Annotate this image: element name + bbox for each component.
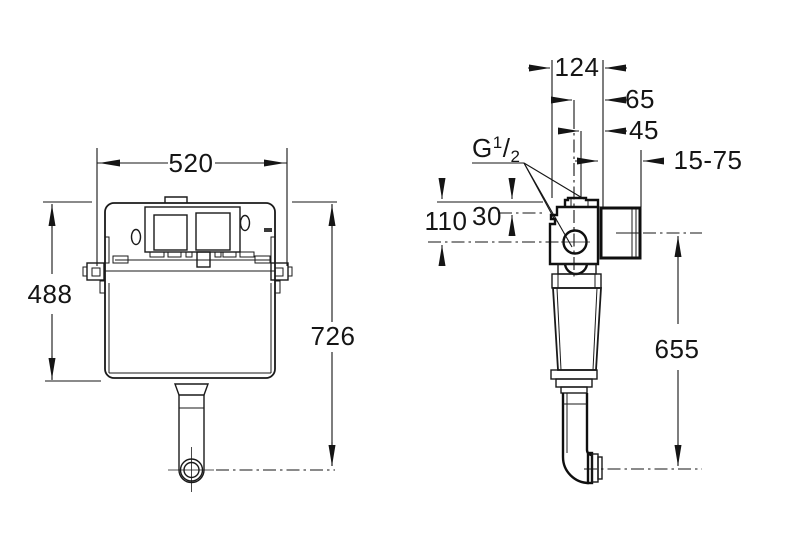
dim-height-488: 488 (28, 201, 101, 382)
outlet-pipe-front (168, 383, 335, 492)
dim-label-488: 488 (28, 279, 73, 309)
inlet-valve-head (548, 196, 602, 289)
flush-button-left (153, 214, 188, 251)
dim-label-520: 520 (169, 148, 214, 178)
dim-total-height-726: 726 (292, 201, 356, 466)
dim-label-30: 30 (472, 201, 502, 231)
access-box (599, 206, 702, 260)
front-view: 520 488 726 (28, 148, 356, 492)
dim-label-65: 65 (625, 84, 655, 114)
flush-pipe-socket (563, 196, 600, 207)
dim-124: 124 (528, 52, 627, 82)
leader-line (523, 162, 585, 200)
edge-slot-left (104, 236, 110, 264)
tank-body (104, 202, 276, 379)
dim-label-15-75: 15-75 (674, 145, 743, 175)
thread-label-g12: G1/2 (472, 133, 520, 166)
dim-45: 45 (558, 115, 659, 145)
dim-15-75: 15-75 (575, 145, 743, 175)
dim-label-726: 726 (311, 321, 356, 351)
dim-30-110: 30 110 (425, 178, 560, 266)
dim-label-45: 45 (629, 115, 659, 145)
neck-collar (557, 263, 597, 275)
hole-left (130, 228, 142, 246)
top-tab (164, 196, 188, 203)
edge-slot-right (270, 236, 276, 264)
flush-button-right (195, 212, 231, 251)
cistern-tank (82, 196, 293, 379)
side-view: 124 65 45 15-75 G1/2 (425, 52, 743, 485)
hole-right (239, 214, 251, 232)
slot-right (254, 255, 271, 264)
side-mark (264, 228, 272, 232)
dim-label-655: 655 (655, 334, 700, 364)
outlet-elbow (561, 393, 702, 485)
elbow-outlet-stub (597, 456, 603, 480)
elbow-curve (561, 456, 590, 485)
tank-top-flange (551, 273, 602, 289)
leader-line (523, 162, 573, 248)
dim-label-124: 124 (555, 52, 600, 82)
dim-width-520: 520 (96, 148, 288, 266)
tank-side-profile (550, 287, 602, 394)
dim-65: 65 (551, 84, 655, 114)
valve-body (548, 205, 600, 266)
inlet-thread-label: G1/2 (472, 133, 585, 248)
fixing-clip-left (82, 262, 105, 281)
dim-label-110: 110 (425, 206, 468, 236)
slot-left (112, 255, 129, 264)
flush-plate-frame (144, 206, 241, 253)
pipe-collar (174, 383, 209, 396)
dim-655: 655 (655, 236, 700, 466)
fixing-clip-right (270, 262, 293, 281)
